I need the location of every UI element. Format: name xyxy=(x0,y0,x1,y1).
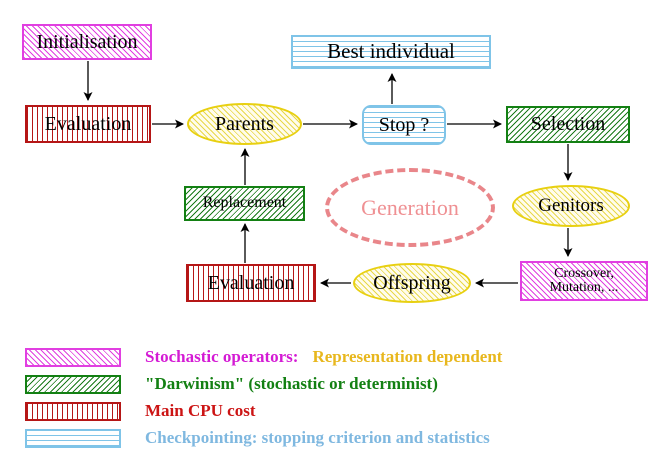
node-replacement[interactable]: Replacement xyxy=(184,186,305,221)
node-selection[interactable]: Selection xyxy=(506,106,630,143)
node-label-best-individual: Best individual xyxy=(327,39,455,64)
node-label-generation: Generation xyxy=(361,194,459,220)
legend-row-stochastic: Stochastic operators: Representation depe… xyxy=(0,344,662,370)
legend-label-cpu-cost: Main CPU cost xyxy=(145,401,256,420)
node-evaluation-top[interactable]: Evaluation xyxy=(25,105,151,143)
legend-extra-stochastic: Representation dependent xyxy=(312,347,503,366)
legend-label-stochastic: Stochastic operators: xyxy=(145,347,299,366)
legend-row-cpu-cost: Main CPU cost xyxy=(0,398,662,424)
node-stop[interactable]: Stop ? xyxy=(362,105,446,145)
node-label-parents: Parents xyxy=(215,112,274,135)
node-genitors[interactable]: Genitors xyxy=(512,185,630,227)
node-label-selection: Selection xyxy=(530,113,606,136)
node-parents[interactable]: Parents xyxy=(187,103,302,145)
legend-label-checkpointing: Checkpointing: stopping criterion and st… xyxy=(145,428,490,447)
node-label-evaluation-top: Evaluation xyxy=(44,112,132,135)
node-label-genitors: Genitors xyxy=(538,195,604,217)
legend-swatch-cpu-cost xyxy=(25,401,121,421)
node-crossover[interactable]: Crossover,Mutation, ... xyxy=(520,261,648,301)
node-label-evaluation-bot: Evaluation xyxy=(207,271,295,294)
legend-swatch-stochastic xyxy=(25,347,121,367)
node-generation[interactable]: Generation xyxy=(325,168,495,247)
node-best-individual[interactable]: Best individual xyxy=(291,35,491,69)
legend-label-darwinism: "Darwinism" (stochastic or determinist) xyxy=(145,374,438,393)
node-label-initialisation: Initialisation xyxy=(36,30,138,53)
legend-swatch-checkpointing xyxy=(25,428,121,448)
legend-row-checkpointing: Checkpointing: stopping criterion and st… xyxy=(0,425,662,451)
node-label-offspring: Offspring xyxy=(373,271,451,294)
node-label-stop: Stop ? xyxy=(378,113,430,136)
node-label-replacement: Replacement xyxy=(202,194,287,212)
node-evaluation-bot[interactable]: Evaluation xyxy=(186,264,316,302)
node-label-crossover: Crossover,Mutation, ... xyxy=(549,265,619,295)
node-initialisation[interactable]: Initialisation xyxy=(22,24,152,60)
node-offspring[interactable]: Offspring xyxy=(353,263,471,303)
legend: Stochastic operators: Representation depe… xyxy=(0,340,662,471)
legend-swatch-darwinism xyxy=(25,374,121,394)
legend-row-darwinism: "Darwinism" (stochastic or determinist) xyxy=(0,371,662,397)
